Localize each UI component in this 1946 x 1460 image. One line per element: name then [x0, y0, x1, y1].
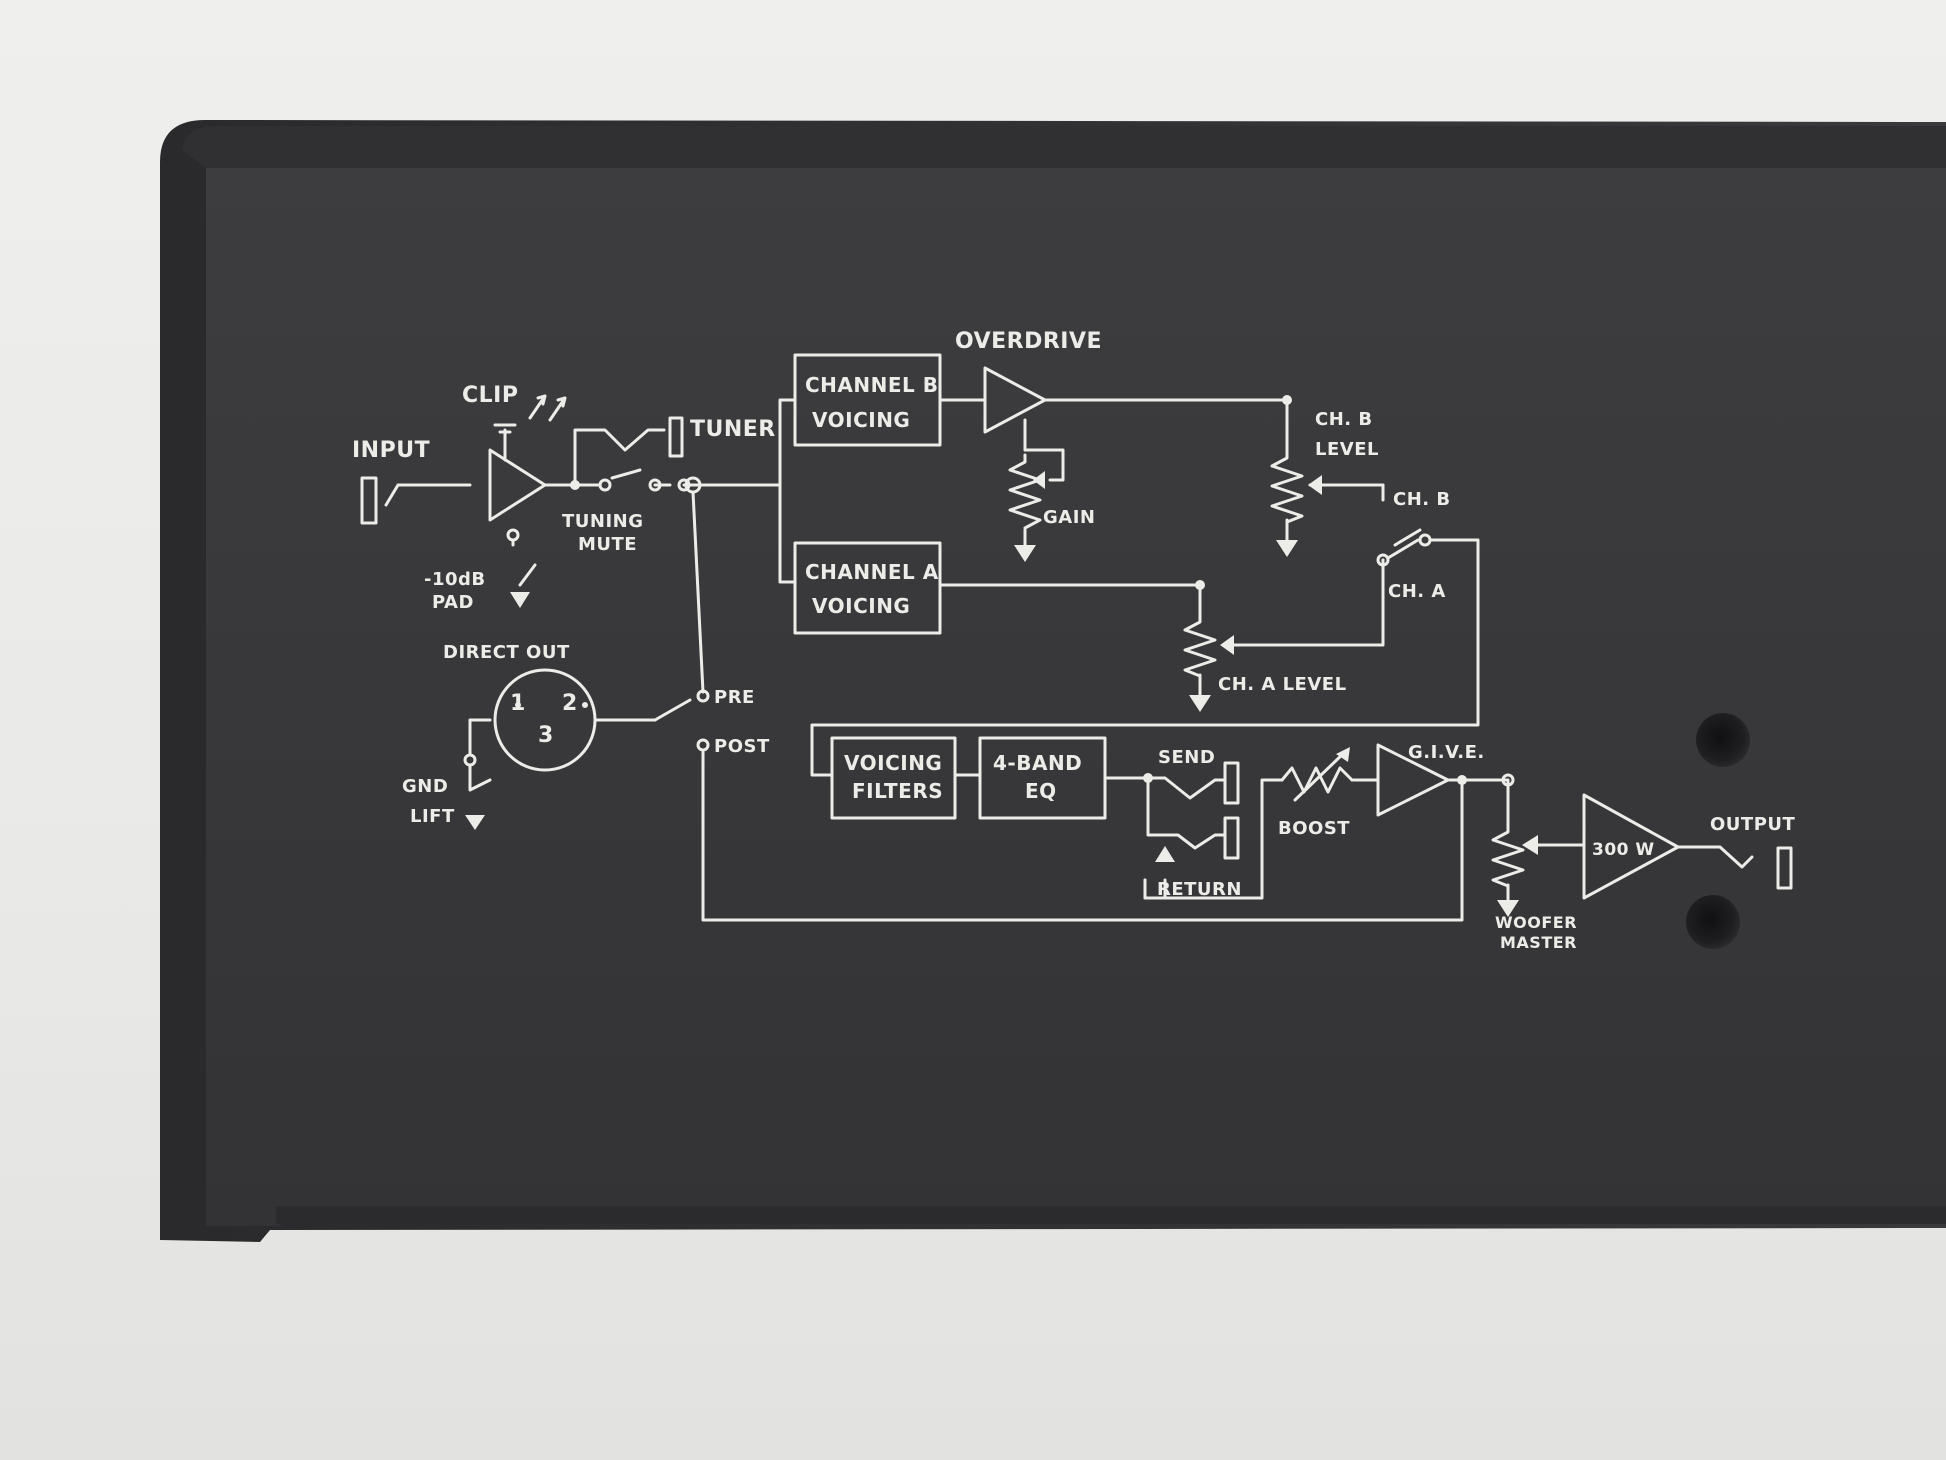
junction-dot	[1501, 773, 1515, 787]
direct-out-xlr-icon	[493, 668, 597, 772]
cha-select-label: CH. A	[1388, 581, 1446, 602]
boost-variable-arrow	[1293, 750, 1347, 802]
overdrive-triangle-icon	[983, 366, 1047, 434]
tuner-label: TUNER	[690, 417, 776, 442]
woofer-label: WOOFER	[1495, 913, 1577, 932]
channel-b-line-1: CHANNEL B	[805, 373, 938, 397]
woofer-wiper-arrow	[1522, 835, 1538, 855]
channel-switch-arm	[1386, 538, 1420, 560]
mounting-hole-lower	[1686, 895, 1740, 949]
gnd-label: GND	[402, 776, 448, 797]
gnd-lift-arrow-icon	[465, 815, 485, 830]
input-jack-icon	[360, 476, 378, 525]
chb-level-label-bottom: LEVEL	[1315, 439, 1379, 460]
chb-wiper-arrow	[1308, 475, 1322, 495]
chb-level-label-top: CH. B	[1315, 409, 1373, 430]
ground-arrow-icon	[1497, 900, 1519, 917]
pad-arrow-icon	[510, 592, 530, 608]
chassis-top-lip	[182, 126, 1946, 168]
post-label: POST	[714, 736, 770, 757]
clip-led-icon	[493, 423, 517, 462]
boost-label: BOOST	[1278, 818, 1350, 839]
ground-arrow-icon	[1189, 695, 1211, 712]
ground-arrow-icon	[1276, 540, 1298, 557]
junction-dot	[1282, 395, 1292, 405]
switch-contact-dot	[1376, 553, 1390, 567]
output-label: OUTPUT	[1710, 814, 1796, 835]
power-amp-triangle-icon	[1582, 793, 1680, 900]
pre-label: PRE	[714, 687, 755, 708]
gnd-lift-switch-icon	[468, 763, 492, 792]
direct-out-pin-2: 2	[562, 691, 578, 716]
voicing-filters-line-1: VOICING	[844, 751, 942, 775]
send-label: SEND	[1158, 747, 1215, 768]
chassis-face	[206, 168, 1946, 1226]
gain-pot-icon	[1008, 453, 1042, 530]
channel-b-line-2: VOICING	[812, 408, 910, 432]
junction-dot	[684, 476, 702, 494]
eq-line-1: 4-BAND	[993, 751, 1082, 775]
mute-contact-dot	[648, 478, 662, 492]
direct-out-pin-3: 3	[538, 723, 554, 748]
cha-level-pot-icon	[1183, 613, 1217, 678]
return-arrow-icon	[1155, 846, 1175, 862]
mute-contact-dot	[677, 478, 691, 492]
preamp-triangle-icon	[488, 448, 547, 522]
direct-out-pin-dot	[515, 702, 521, 708]
junction-dot	[570, 480, 580, 490]
switch-contact-dot	[1418, 533, 1432, 547]
mute-label: MUTE	[578, 534, 637, 555]
give-triangle-icon	[1376, 743, 1450, 817]
give-label: G.I.V.E.	[1408, 742, 1485, 763]
mounting-hole-upper	[1696, 713, 1750, 767]
boost-resistor-icon	[1280, 766, 1354, 794]
clip-arrows-icon	[528, 394, 567, 422]
chassis-bottom-lip	[276, 1206, 1946, 1224]
input-label: INPUT	[352, 438, 430, 463]
signal-wires	[384, 398, 1754, 922]
junction-dot	[1143, 773, 1153, 783]
mute-contact-dot	[598, 478, 612, 492]
master-label: MASTER	[1500, 933, 1577, 952]
cha-level-label: CH. A LEVEL	[1218, 674, 1347, 695]
chb-level-pot-icon	[1270, 448, 1304, 524]
lift-label: LIFT	[410, 806, 455, 827]
tuning-label: TUNING	[562, 511, 644, 532]
woofer-master-pot-icon	[1491, 823, 1525, 888]
channel-a-voicing-block	[793, 541, 942, 635]
gain-wiper-arrow	[1033, 471, 1045, 489]
overdrive-label: OVERDRIVE	[955, 329, 1102, 354]
eq-line-2: EQ	[1025, 779, 1057, 803]
boost-arrowhead	[1336, 747, 1350, 762]
direct-out-pin-dot	[582, 702, 588, 708]
voicing-filters-block	[830, 736, 957, 820]
post-contact-dot	[696, 738, 710, 752]
eq-block	[978, 736, 1107, 820]
return-label: RETURN	[1157, 879, 1242, 900]
junction-dot	[1457, 775, 1467, 785]
channel-a-line-1: CHANNEL A	[805, 560, 939, 584]
pad-label: PAD	[432, 592, 474, 613]
power-amp-label: 300 W	[1592, 840, 1655, 860]
pre-contact-dot	[696, 689, 710, 703]
channel-b-voicing-block	[793, 353, 942, 447]
direct-out-pin-1: 1	[510, 691, 526, 716]
junction-dot	[1195, 580, 1205, 590]
channel-a-line-2: VOICING	[812, 594, 910, 618]
pad-switch-icon	[511, 538, 537, 587]
tuner-jack-icon	[668, 416, 684, 458]
chb-select-label: CH. B	[1393, 489, 1451, 510]
voicing-filters-line-2: FILTERS	[852, 779, 943, 803]
send-jack-icon	[1223, 761, 1240, 805]
output-jack-icon	[1776, 846, 1793, 890]
ground-arrow-icon	[1014, 545, 1036, 562]
clip-label: CLIP	[462, 383, 518, 408]
return-jack-icon	[1223, 816, 1240, 860]
cha-wiper-arrow	[1220, 635, 1234, 655]
pad-level-label: -10dB	[424, 569, 486, 590]
direct-out-label: DIRECT OUT	[443, 642, 570, 663]
gain-label: GAIN	[1043, 507, 1095, 528]
